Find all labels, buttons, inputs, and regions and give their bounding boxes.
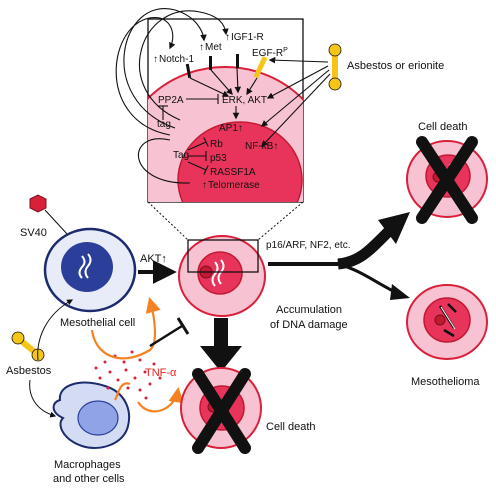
label-telomerase: ↑Telomerase	[202, 180, 260, 191]
mesothelial-cell	[43, 227, 137, 313]
label-mesothelial-cell: Mesothelial cell	[60, 317, 135, 329]
dead-cell-bottom	[180, 367, 262, 454]
label-rassf1a: RASSF1A	[210, 167, 256, 178]
label-asbestos-or-erionite: Asbestos or erionite	[347, 60, 444, 72]
label-pp2a: PP2A	[158, 95, 184, 106]
label-nfkb: NF-κB↑	[245, 141, 278, 152]
zoom-box	[187, 239, 259, 273]
label-egfr: EGF-RP	[252, 47, 288, 59]
death-down-arrow	[200, 318, 242, 372]
label-other-cells: and other cells	[53, 473, 125, 485]
sv40-virus	[29, 194, 69, 236]
tnf-inhibition	[149, 317, 190, 348]
label-macrophages: Macrophages	[54, 459, 121, 471]
label-accumulation: Accumulation	[276, 304, 342, 316]
label-akt: AKT↑	[140, 253, 167, 265]
tnf-orange-arrows	[90, 297, 184, 413]
label-tnf-alpha: TNF-α	[145, 367, 177, 379]
label-rb: Rb	[210, 139, 223, 150]
label-cell-death-top: Cell death	[418, 121, 468, 133]
label-p53: p53	[210, 153, 227, 164]
asbestos-arrows	[29, 299, 74, 418]
label-igf1r: ↑IGF1-R	[225, 32, 264, 43]
met-receptor	[209, 56, 212, 70]
fate-branch-arrows	[268, 212, 410, 300]
cross-mark-top	[416, 136, 478, 224]
label-asbestos: Asbestos	[6, 365, 52, 377]
asbestos-fiber-lower	[11, 331, 45, 362]
macrophage-cell	[52, 381, 130, 449]
label-notch1: ↑Notch-1	[153, 54, 194, 65]
asbestos-fiber-in-membrane	[253, 56, 268, 79]
transformed-cell	[178, 235, 266, 317]
zoom-lines	[147, 201, 304, 241]
label-tag-upper: tag	[157, 119, 171, 130]
inset-nucleus	[177, 121, 303, 202]
label-dna-damage: of DNA damage	[270, 319, 348, 331]
igf1r-receptor	[236, 54, 239, 68]
label-ap1: AP1↑	[219, 123, 243, 134]
label-p16-arf-nf2: p16/ARF, NF2, etc.	[266, 240, 350, 251]
asbestos-erionite-fiber	[328, 43, 342, 91]
label-cell-death-bottom: Cell death	[266, 421, 316, 433]
notch1-receptor	[185, 63, 192, 79]
dead-cell-top	[406, 136, 488, 224]
label-tag-lower: Tag	[173, 150, 189, 161]
label-erk-akt: ERK, AKT	[222, 95, 267, 106]
inset-signal-arrows	[115, 7, 258, 184]
inset-panel: ↑Notch-1 ↑Met ↑IGF1-R EGF-RP PP2A ERK, A…	[115, 7, 304, 203]
cross-mark-bottom	[192, 368, 251, 454]
mesothelioma-cell	[406, 284, 488, 360]
asbestos-target-arrows	[260, 56, 331, 147]
label-met: ↑Met	[199, 42, 222, 53]
label-mesothelioma: Mesothelioma	[411, 376, 480, 388]
label-sv40: SV40	[20, 227, 47, 239]
